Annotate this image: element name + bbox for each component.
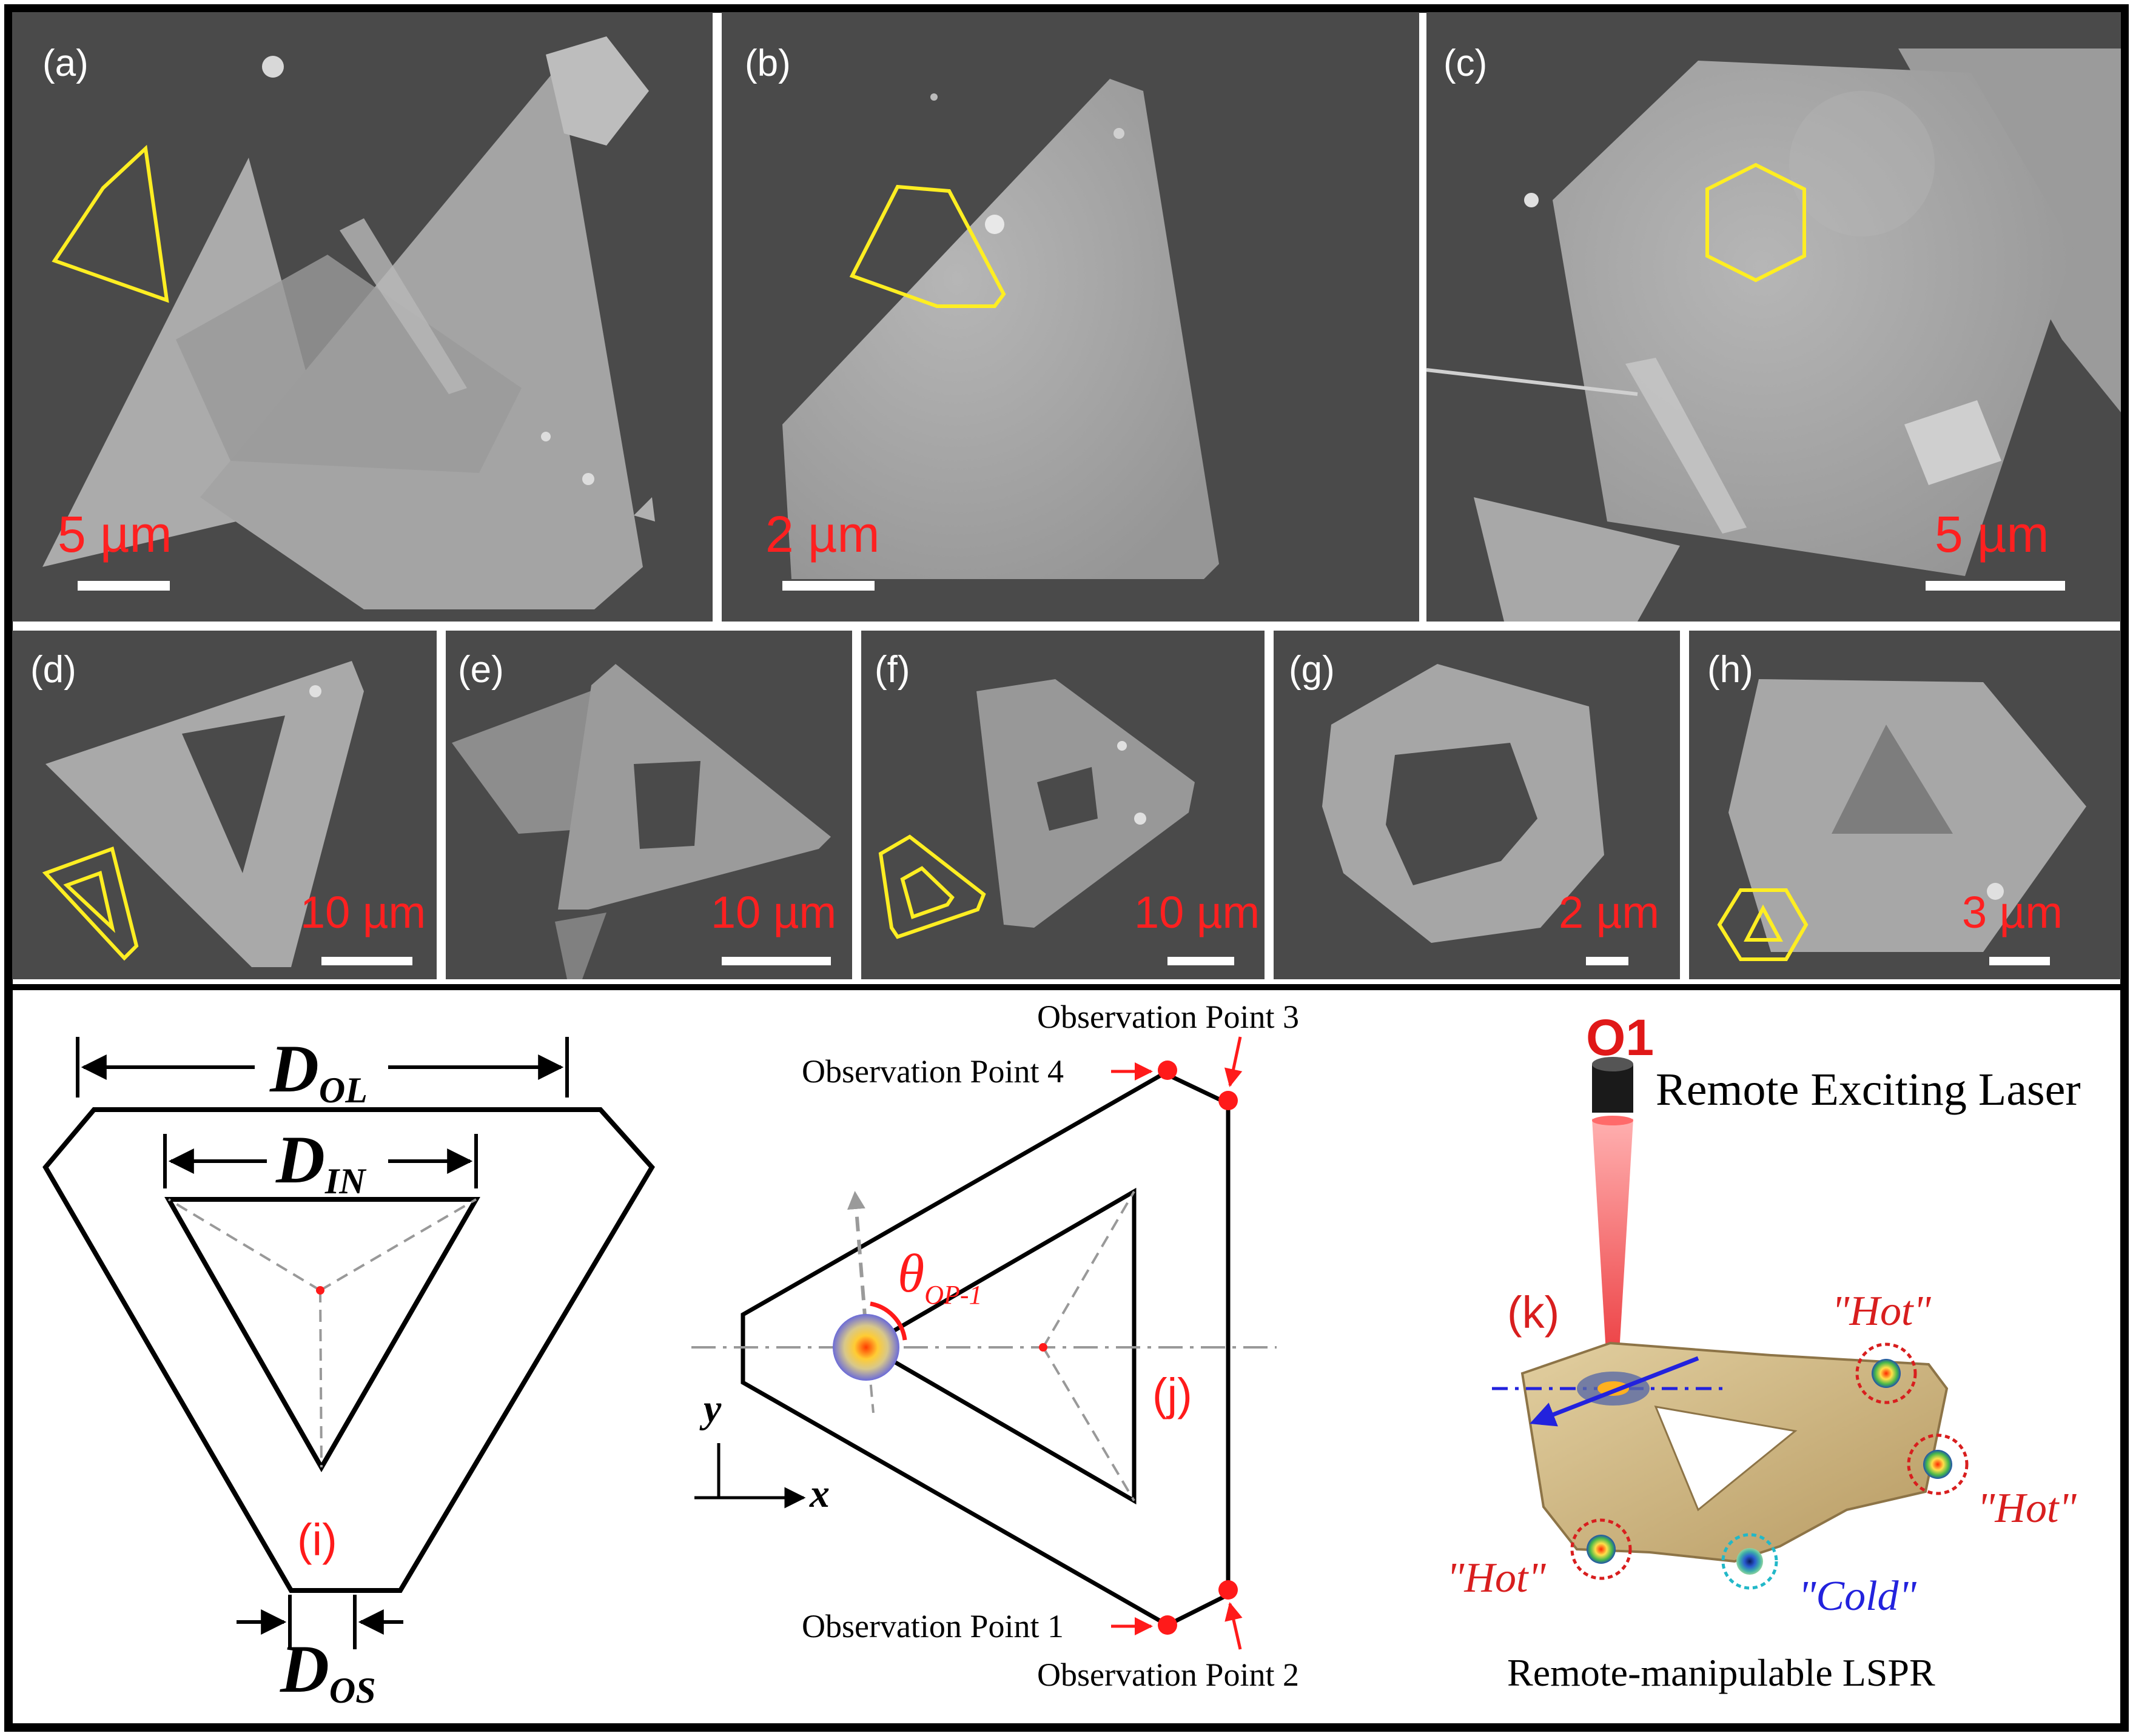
- panel-label-f: (f): [875, 649, 910, 691]
- panel-k: O1 Remote Exciting Laser (k) "Ho: [1446, 1009, 2081, 1694]
- d-in-label: DIN: [275, 1122, 367, 1201]
- panel-label-e: (e): [458, 649, 504, 691]
- laser-label: Remote Exciting Laser: [1656, 1064, 2081, 1115]
- op3-label: Observation Point 3: [1037, 999, 1299, 1035]
- observation-point-2: [1218, 1580, 1238, 1600]
- panel-label-k: (k): [1507, 1287, 1559, 1338]
- op2-label: Observation Point 2: [1037, 1657, 1299, 1693]
- scale-bar-c: [1926, 581, 2065, 591]
- panel-label-a: (a): [42, 42, 89, 84]
- scale-bar-label-c: 5 µm: [1935, 506, 2049, 563]
- centroid-dot: [316, 1286, 324, 1295]
- panel-i: DOL DIN DOS (i): [42, 1031, 655, 1711]
- yellow-truncated-triangle-outline: [849, 184, 1006, 308]
- axis-y-label: y: [699, 1387, 722, 1431]
- scale-bar-label-g: 2 µm: [1559, 887, 1659, 937]
- panel-label-j: (j): [1152, 1369, 1192, 1419]
- scale-bar-label-d: 10 µm: [300, 887, 426, 937]
- scale-bar-label-h: 3 µm: [1962, 887, 2063, 937]
- scale-bar-label-e: 10 µm: [711, 887, 836, 937]
- yellow-hexagon-outline: [1705, 163, 1806, 283]
- op4-label: Observation Point 4: [802, 1053, 1064, 1090]
- scale-bar-b: [782, 581, 875, 591]
- scale-bar-label-a: 5 µm: [58, 506, 172, 563]
- panel-label-i: (i): [297, 1515, 337, 1565]
- panel-e: (e) 10 µm: [446, 631, 852, 979]
- scale-bar-label-b: 2 µm: [765, 506, 879, 563]
- inner-hole: [182, 716, 285, 873]
- observation-point-4: [1158, 1061, 1177, 1080]
- panel-f: (f) 10 µm: [861, 631, 1265, 979]
- inner-triangle: [164, 1197, 480, 1473]
- panel-b: (b) 2 µm: [722, 12, 1419, 622]
- panel-a: (a) 5 µm: [12, 12, 713, 622]
- panel-label-g: (g): [1289, 649, 1335, 691]
- flake-truncated-triangle: [782, 79, 1219, 579]
- panel-label-d: (d): [30, 649, 76, 691]
- hot-spot-3: [1570, 1518, 1632, 1580]
- objective-label: O1: [1586, 1009, 1654, 1066]
- cold-label: "Cold": [1798, 1573, 1917, 1620]
- hot-spot-2: [1907, 1433, 1969, 1495]
- theta-label: θOP-1: [898, 1244, 983, 1310]
- lspr-caption: Remote-manipulable LSPR: [1507, 1651, 1935, 1694]
- laser-beam: [1592, 1119, 1633, 1413]
- d-os-label: DOS: [280, 1632, 376, 1711]
- hot-label-1: "Hot": [1832, 1288, 1931, 1335]
- axis-x-label: x: [809, 1472, 830, 1516]
- scale-bar-a: [78, 581, 170, 591]
- d-ol-label: DOL: [269, 1031, 368, 1110]
- hot-label-3: "Hot": [1446, 1555, 1546, 1601]
- cold-spot: [1721, 1533, 1778, 1590]
- panel-g: (g) 2 µm: [1274, 631, 1680, 979]
- observation-point-3: [1218, 1091, 1238, 1110]
- hot-spot-1: [1855, 1342, 1917, 1404]
- panel-c: (c) 5 µm: [1426, 12, 2121, 622]
- hot-label-2: "Hot": [1977, 1485, 2077, 1532]
- panel-j: θOP-1 Observation Point 4 Observation Po…: [691, 999, 1299, 1693]
- panel-label-h: (h): [1707, 649, 1753, 691]
- outer-truncated-triangle: [42, 1107, 655, 1593]
- observation-point-1: [1158, 1615, 1177, 1635]
- panel-label-b: (b): [745, 42, 791, 84]
- objective-icon: [1592, 1064, 1633, 1113]
- panel-d: (d) 10 µm: [12, 631, 437, 979]
- excitation-spot: [833, 1314, 899, 1381]
- op1-label: Observation Point 1: [802, 1608, 1064, 1644]
- yellow-triangle-outline: [52, 144, 169, 303]
- scale-bar-label-f: 10 µm: [1134, 887, 1260, 937]
- panel-h: (h) 3 µm: [1689, 631, 2121, 979]
- panel-label-c: (c): [1443, 42, 1487, 84]
